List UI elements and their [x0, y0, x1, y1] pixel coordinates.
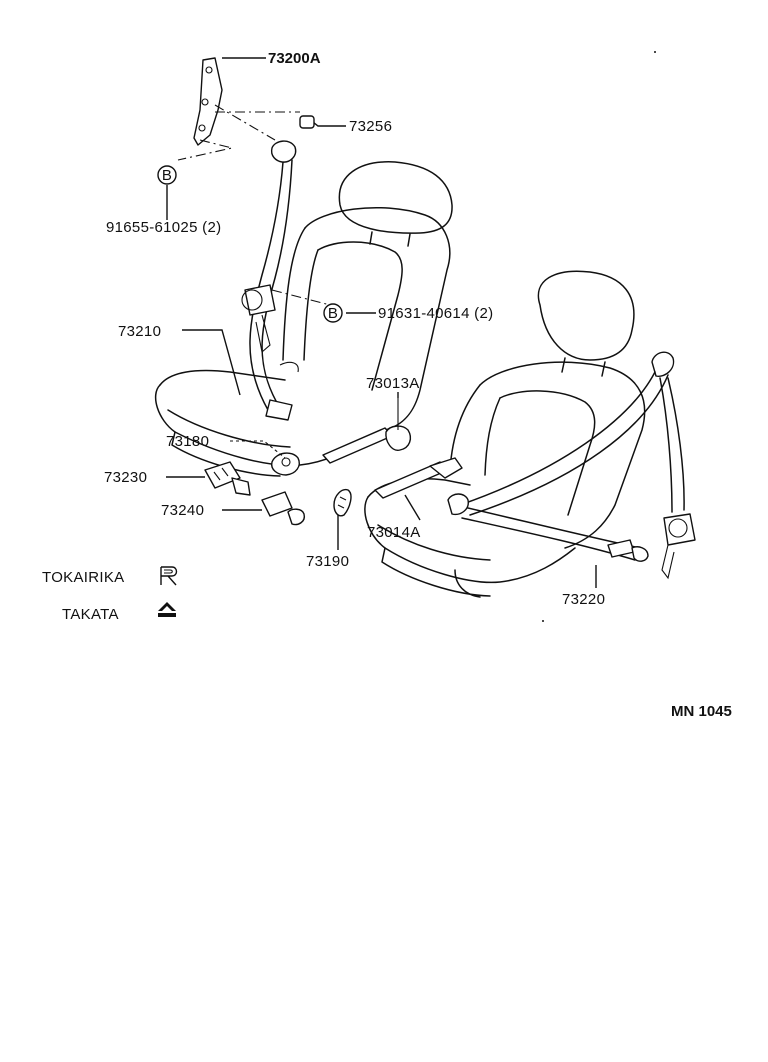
legend-takata-label: TAKATA — [62, 606, 119, 623]
label-91655-61025: 91655-61025 (2) — [106, 219, 221, 236]
diagram-id: MN 1045 — [671, 703, 732, 720]
legend: TOKAIRIKA TAKATA — [42, 566, 178, 623]
loose-parts — [204, 461, 306, 526]
bolt-b-letter-1: B — [162, 167, 172, 184]
label-73220: 73220 — [562, 591, 605, 608]
label-73200a: 73200A — [268, 50, 321, 67]
label-73014a: 73014A — [367, 524, 421, 541]
right-seat — [364, 270, 646, 598]
left-belt-assembly — [177, 57, 331, 421]
legend-tokairika-label: TOKAIRIKA — [42, 569, 124, 586]
label-73210: 73210 — [118, 323, 161, 340]
takata-mark-icon — [158, 602, 176, 617]
bolt-b-marker-1: B — [157, 165, 177, 185]
label-73013a: 73013A — [366, 375, 420, 392]
label-73256: 73256 — [349, 118, 392, 135]
center-buckles — [271, 398, 463, 517]
right-belt-assembly — [447, 351, 696, 580]
label-73230: 73230 — [104, 469, 147, 486]
label-73240: 73240 — [161, 502, 204, 519]
label-91631-40614: 91631-40614 (2) — [378, 305, 493, 322]
leader-lines — [166, 57, 597, 588]
bolt-b-marker-2: B — [323, 303, 343, 323]
label-73180: 73180 — [166, 433, 209, 450]
bolt-b-letter-2: B — [328, 305, 338, 322]
label-73190: 73190 — [306, 553, 349, 570]
tokairika-mark-icon — [160, 566, 178, 586]
